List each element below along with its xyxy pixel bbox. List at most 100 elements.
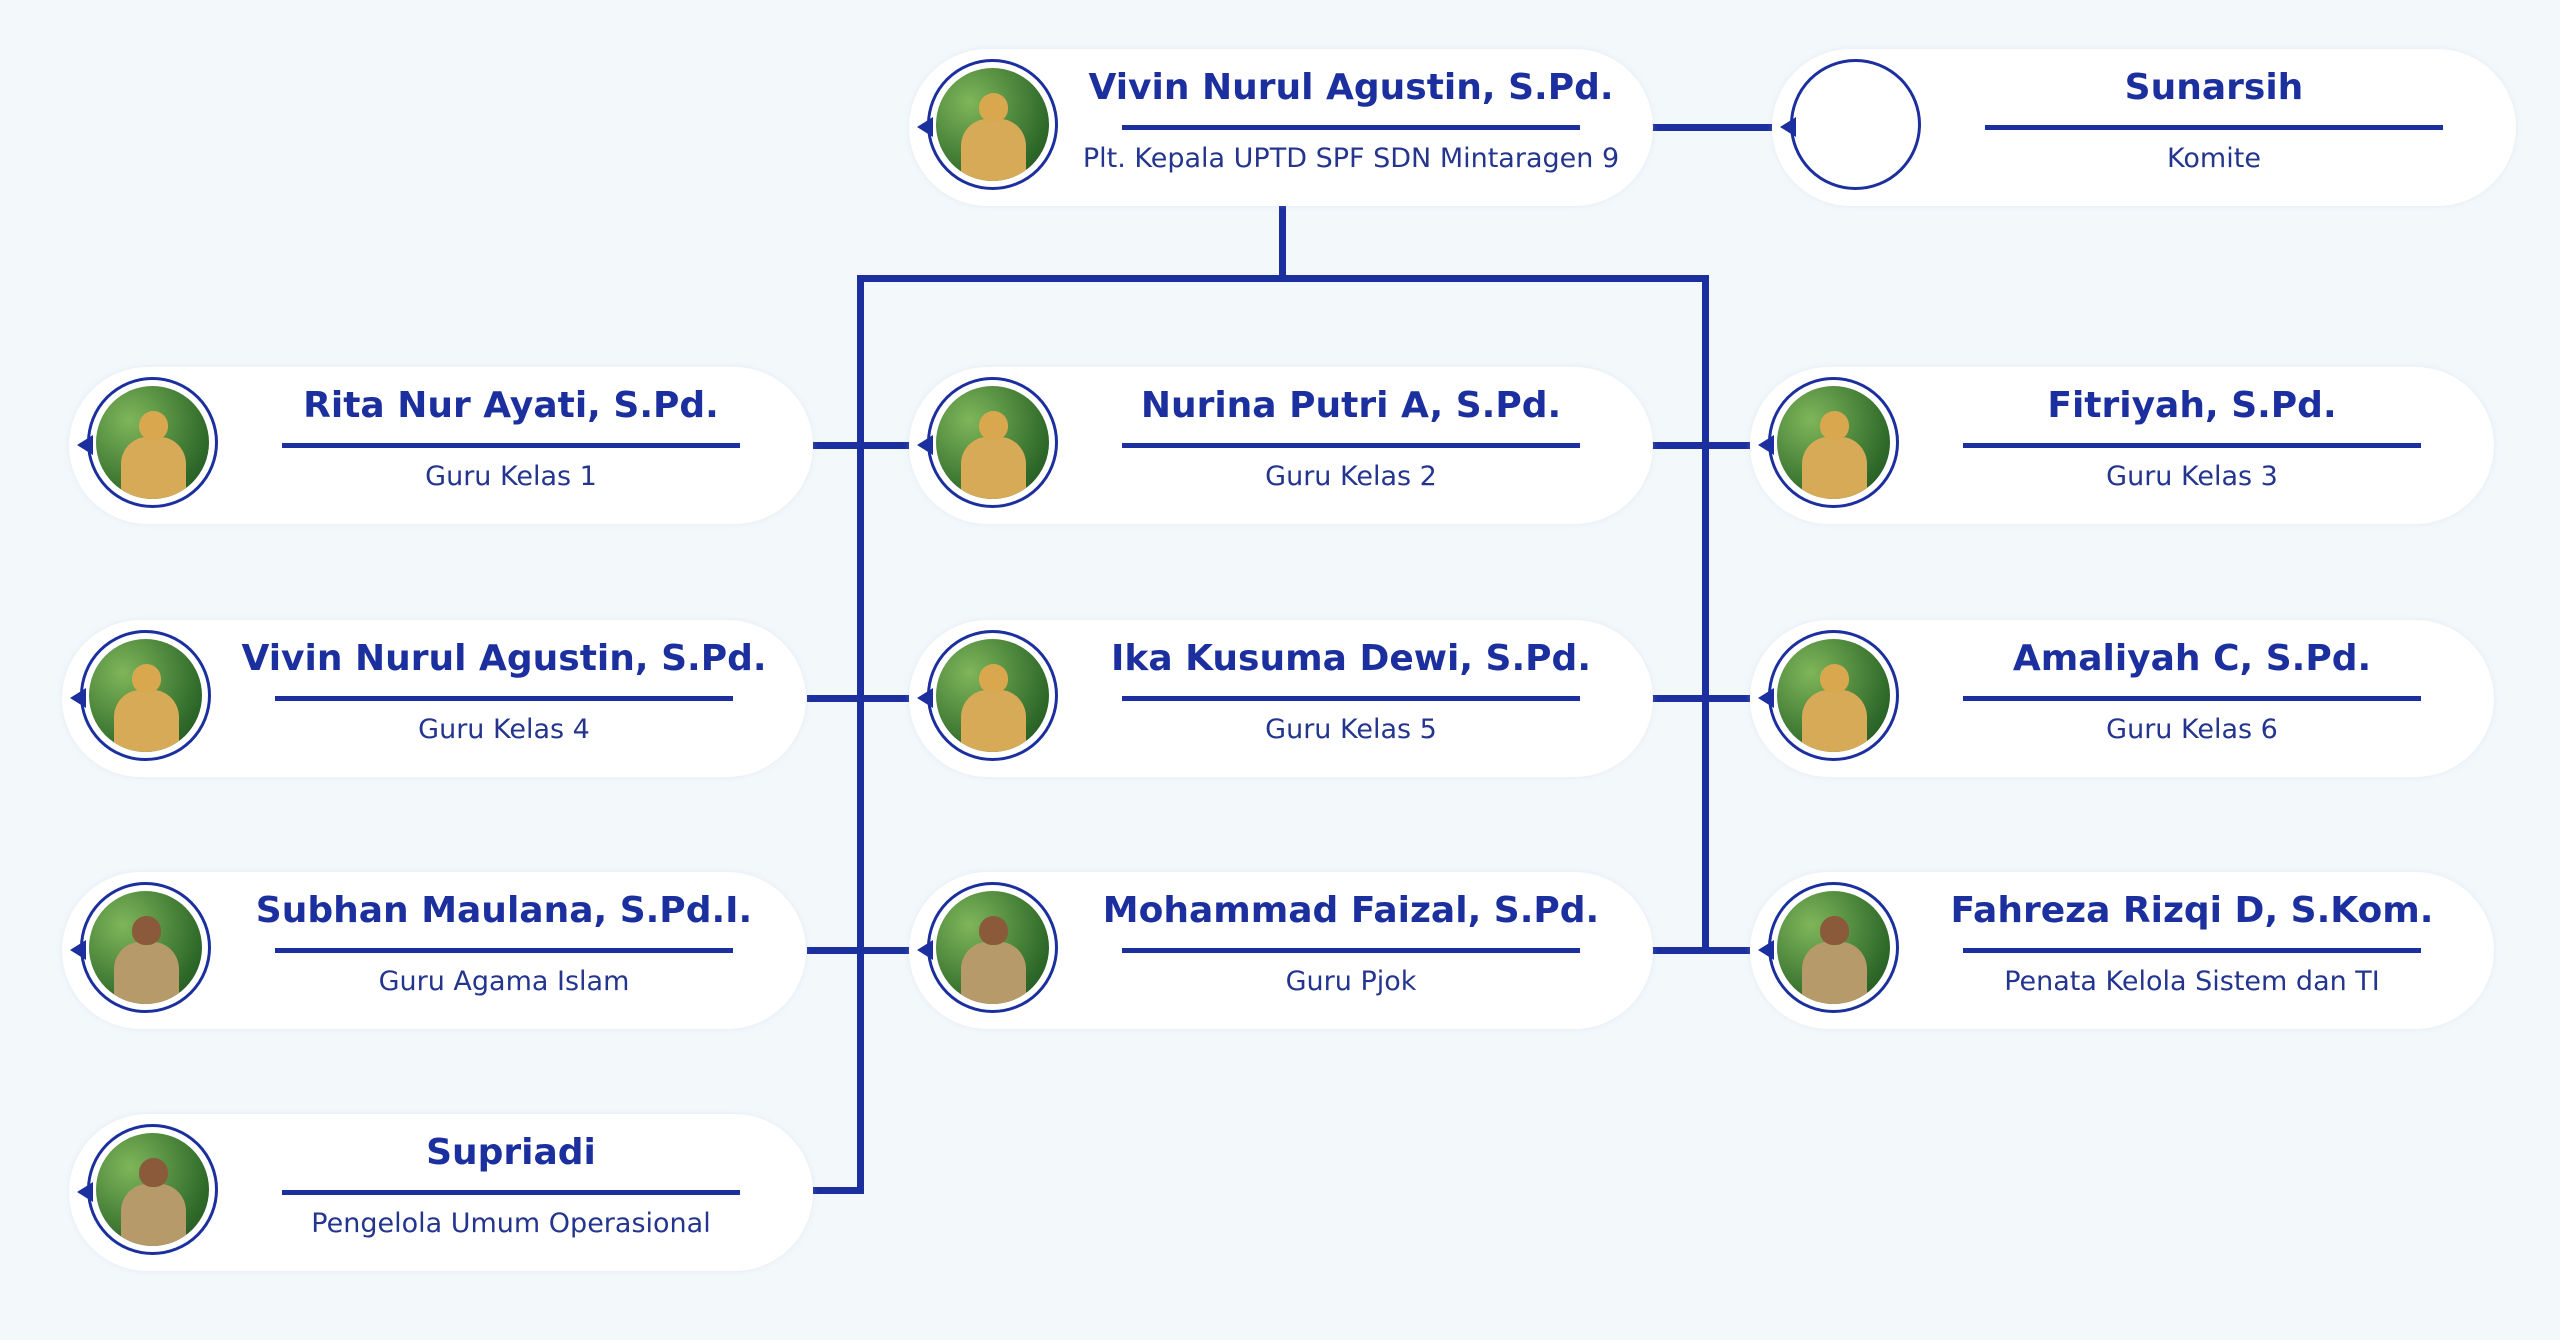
triangle-marker-icon [77, 435, 93, 455]
avatar [80, 630, 211, 761]
card-text: Fahreza Rizqi D, S.Kom. Penata Kelola Sis… [1920, 872, 2464, 1029]
person-name: Subhan Maulana, S.Pd.I. [255, 890, 753, 931]
profile-photo [936, 891, 1049, 1004]
person-name: Nurina Putri A, S.Pd. [1140, 385, 1562, 426]
person-name: Vivin Nurul Agustin, S.Pd. [1088, 67, 1614, 108]
person-name: Fitriyah, S.Pd. [2047, 385, 2337, 426]
divider [1122, 948, 1580, 953]
triangle-marker-icon [1758, 435, 1774, 455]
staff-card: Mohammad Faizal, S.Pd. Guru Pjok [909, 872, 1653, 1029]
profile-photo [89, 639, 202, 752]
card-text: Nurina Putri A, S.Pd. Guru Kelas 2 [1079, 367, 1623, 524]
figure-body [960, 941, 1027, 1004]
triangle-marker-icon [1758, 688, 1774, 708]
figure-body [113, 689, 180, 752]
staff-card: Rita Nur Ayati, S.Pd. Guru Kelas 1 [69, 367, 813, 524]
staff-card: Fahreza Rizqi D, S.Kom. Penata Kelola Sis… [1750, 872, 2494, 1029]
figure-head [131, 663, 162, 694]
card-text: Ika Kusuma Dewi, S.Pd.Guru Kelas 5 [1079, 620, 1623, 777]
profile-photo [1777, 386, 1890, 499]
person-name: Supriadi [426, 1132, 596, 1173]
triangle-marker-icon [1758, 940, 1774, 960]
avatar [1768, 377, 1899, 508]
card-text: Subhan Maulana, S.Pd.I. Guru Agama Islam [232, 872, 776, 1029]
avatar [1790, 59, 1921, 190]
connector-row1-right [1652, 442, 1750, 449]
profile-photo [1799, 68, 1912, 181]
figure-body [960, 689, 1027, 752]
card-text: Mohammad Faizal, S.Pd. Guru Pjok [1079, 872, 1623, 1029]
connector-row4-left [813, 1187, 864, 1194]
avatar [1768, 630, 1899, 761]
person-name: Amaliyah C, S.Pd. [2012, 638, 2372, 679]
divider [282, 443, 740, 448]
person-role: Guru Agama Islam [378, 966, 630, 997]
triangle-marker-icon [70, 688, 86, 708]
person-name: Rita Nur Ayati, S.Pd. [303, 385, 719, 426]
connector-left-trunk [857, 275, 864, 1194]
divider [1122, 696, 1580, 701]
staff-card: Nurina Putri A, S.Pd. Guru Kelas 2 [909, 367, 1653, 524]
connector-row3-right [1652, 947, 1750, 954]
person-role: Guru Kelas 1 [425, 461, 597, 492]
triangle-marker-icon [917, 940, 933, 960]
person-name: Sunarsih [2124, 67, 2304, 108]
card-text: Vivin Nurul Agustin, S.Pd.Guru Kelas 4 [232, 620, 776, 777]
triangle-marker-icon [917, 688, 933, 708]
divider [1122, 443, 1580, 448]
person-role: Guru Pjok [1285, 966, 1417, 997]
profile-photo [936, 68, 1049, 181]
person-role: Guru Kelas 2 [1265, 461, 1437, 492]
profile-photo [936, 386, 1049, 499]
figure-body [1801, 689, 1868, 752]
person-name: Fahreza Rizqi D, S.Kom. [1950, 890, 2434, 931]
person-role: Guru Kelas 4 [418, 714, 590, 745]
avatar [87, 377, 218, 508]
figure-body [960, 118, 1027, 181]
connector-head-down [1279, 206, 1286, 281]
avatar [927, 630, 1058, 761]
figure-head [978, 663, 1009, 694]
card-text: Rita Nur Ayati, S.Pd. Guru Kelas 1 [239, 367, 783, 524]
person-role: Guru Kelas 5 [1265, 714, 1437, 745]
divider [1963, 443, 2421, 448]
staff-card: Vivin Nurul Agustin, S.Pd.Guru Kelas 4 [62, 620, 806, 777]
triangle-marker-icon [917, 117, 933, 137]
figure-body [120, 1183, 187, 1246]
person-name: Mohammad Faizal, S.Pd. [1102, 890, 1600, 931]
figure-body [960, 436, 1027, 499]
figure-head [1819, 915, 1850, 946]
triangle-marker-icon [70, 940, 86, 960]
card-text: Fitriyah, S.Pd.Guru Kelas 3 [1920, 367, 2464, 524]
connector-right-trunk [1702, 275, 1709, 953]
person-role: Guru Kelas 6 [2106, 714, 2278, 745]
staff-card: Ika Kusuma Dewi, S.Pd.Guru Kelas 5 [909, 620, 1653, 777]
avatar [87, 1124, 218, 1255]
connector-horizontal-bar [857, 275, 1709, 282]
connector-head-committee [1652, 124, 1772, 131]
figure-body [1801, 436, 1868, 499]
figure-head [138, 1157, 169, 1188]
staff-card: Subhan Maulana, S.Pd.I. Guru Agama Islam [62, 872, 806, 1029]
figure-head [978, 915, 1009, 946]
connector-row2-right [1652, 695, 1750, 702]
connector-row1-left [813, 442, 909, 449]
divider [1985, 125, 2443, 130]
figure-body [120, 436, 187, 499]
avatar [927, 882, 1058, 1013]
staff-card: Fitriyah, S.Pd.Guru Kelas 3 [1750, 367, 2494, 524]
head-card: Vivin Nurul Agustin, S.Pd. Plt. Kepala UP… [909, 49, 1653, 206]
person-role: Plt. Kepala UPTD SPF SDN Mintaragen 9 [1082, 143, 1620, 174]
divider [1963, 948, 2421, 953]
person-role: Penata Kelola Sistem dan TI [2004, 966, 2380, 997]
connector-row2-left [807, 695, 909, 702]
avatar [927, 59, 1058, 190]
avatar [1768, 882, 1899, 1013]
profile-photo [1777, 639, 1890, 752]
card-text: Vivin Nurul Agustin, S.Pd. Plt. Kepala UP… [1079, 49, 1623, 206]
staff-card: Amaliyah C, S.Pd. Guru Kelas 6 [1750, 620, 2494, 777]
